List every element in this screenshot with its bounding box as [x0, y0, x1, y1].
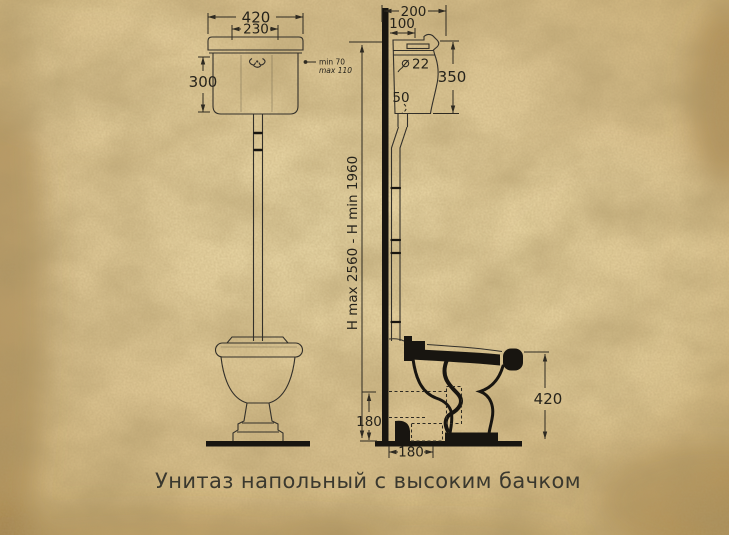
- pipe-joints: [253, 131, 263, 152]
- note-min: min 70: [319, 58, 345, 67]
- wall-line: [382, 8, 389, 441]
- connector-dashed: [445, 385, 463, 425]
- dim-outlet-height: 180: [356, 391, 382, 441]
- side-view: 200 100 22 50: [345, 4, 562, 461]
- cistern-body: [212, 53, 299, 115]
- bowl-front: [206, 336, 310, 447]
- tank-emblem-ornament: [248, 58, 266, 68]
- bowl-body: [220, 356, 296, 404]
- dim-value: 350: [438, 68, 467, 86]
- dim-side-tank-height: 350: [433, 40, 467, 114]
- dim-value: 100: [389, 16, 415, 32]
- leader-line: [397, 66, 404, 73]
- lid-top-line: [426, 343, 503, 353]
- bowl-pedestal: [232, 402, 284, 441]
- bowl-rim: [214, 342, 304, 358]
- dim-side-tank-offset: 100: [389, 16, 416, 38]
- emblem-center: [256, 60, 259, 63]
- hinge-block: [404, 336, 412, 361]
- hole-diameter-note: 22: [397, 57, 429, 73]
- dim-value: 200: [401, 4, 427, 20]
- bowl-side: [388, 336, 523, 442]
- inlet-height-note: min 70 max 110: [303, 58, 352, 75]
- pipe-walls: [252, 114, 264, 341]
- dim-value: 230: [243, 22, 269, 38]
- outlet-stubs: [397, 113, 409, 127]
- pull-rod-slot: [406, 43, 430, 50]
- dim-value: 420: [534, 390, 563, 408]
- emblem-scrolls: [248, 58, 266, 68]
- siphon-curve: [442, 358, 463, 433]
- bowl-front-profile: [475, 364, 505, 436]
- floor-line-front: [206, 441, 310, 447]
- hidden-outlet-lines: [389, 385, 463, 442]
- bowl-top-bevel: [226, 336, 289, 344]
- pipe-joints: [390, 186, 402, 324]
- flush-pipe-side: [390, 126, 408, 341]
- cistern-side: 22 50: [392, 33, 440, 127]
- pipe-walls: [390, 126, 408, 341]
- extension-lines: [433, 40, 459, 114]
- dim-value: 300: [189, 73, 218, 91]
- dim-value: 180: [398, 445, 424, 461]
- dim-value: H max 2560 - H min 1960: [345, 156, 361, 331]
- cistern-lid: [207, 36, 304, 51]
- floor-line-side: [375, 441, 522, 447]
- pipe-inlet-curve: [388, 338, 405, 342]
- outlet-elbow: [395, 420, 410, 441]
- outlet-axis-dashed: [389, 390, 447, 419]
- seat-bar: [412, 349, 500, 366]
- foot-base-plate: [445, 432, 498, 442]
- caption: Унитаз напольный с высоким бачком: [155, 469, 581, 493]
- cistern-front: [207, 36, 304, 115]
- dim-value: 180: [356, 414, 382, 430]
- diameter-symbol-circle: [401, 59, 410, 68]
- dim-outlet-distance: 180: [388, 445, 434, 461]
- dim-front-tank-height: 300: [189, 56, 218, 113]
- outlet-box-dashed: [410, 422, 444, 442]
- dim-value: 22: [412, 57, 429, 73]
- cistern-lid-lines: [393, 49, 435, 56]
- front-view: 420 230 300: [189, 9, 352, 447]
- diameter-symbol-slash: [402, 59, 409, 68]
- dim-value: 420: [242, 9, 271, 27]
- dim-installation-height: H max 2560 - H min 1960: [345, 41, 382, 439]
- dim-side-bowl-height: 420: [524, 351, 563, 440]
- leader-line: [401, 103, 407, 114]
- flush-pipe-front: [252, 114, 264, 341]
- cistern-seams: [240, 55, 273, 112]
- outlet-note: 50: [392, 90, 410, 114]
- cistern-outline: [392, 33, 440, 115]
- dim-value: 50: [392, 90, 409, 106]
- dim-side-depth: 200: [381, 4, 447, 36]
- seat-front-tip: [503, 348, 523, 371]
- hinge-step: [412, 341, 425, 351]
- dim-front-tank-width: 420: [207, 9, 304, 34]
- note-max: max 110: [319, 66, 352, 75]
